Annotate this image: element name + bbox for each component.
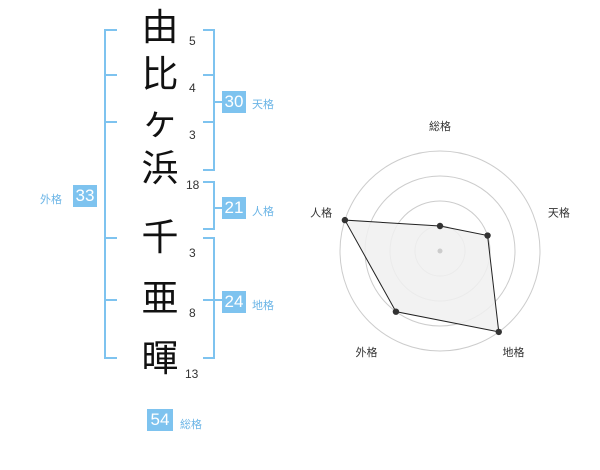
name-char-4: 浜 [141,147,179,190]
soukaku-value: 54 [147,409,173,431]
radar-point [392,308,400,315]
radar-point [484,232,491,239]
stroke-count-2: 4 [189,81,196,95]
tenkaku-value: 30 [222,91,246,113]
name-char-5: 千 [141,216,179,259]
chikaku-label: 地格 [252,299,274,312]
radar-area [344,219,500,333]
radar-axis-label: 人格 [310,205,332,219]
radar-center-dot [437,248,443,254]
stroke-count-3: 3 [189,128,196,142]
radar-axis-label: 外格 [356,345,378,359]
jinkaku-value: 21 [222,197,246,219]
name-char-1: 由 [141,6,179,49]
name-char-7: 暉 [141,337,179,380]
radar-grid-ring [339,150,541,352]
stroke-count-5: 3 [189,246,196,260]
jinkaku-bracket [203,181,215,230]
stroke-count-1: 5 [189,34,196,48]
gaikaku-label: 外格 [40,193,62,206]
gaikaku-value: 33 [73,185,97,207]
jinkaku-label: 人格 [252,205,274,218]
radar-axis-label: 総格 [429,119,451,133]
radar-axis-label: 天格 [548,205,570,219]
tenkaku-label: 天格 [252,98,274,111]
soukaku-label: 総格 [180,418,202,431]
name-char-2: 比 [141,53,179,96]
gaikaku-bracket [104,29,117,359]
radar-point [341,216,349,224]
chikaku-value: 24 [222,291,246,313]
radar-point [495,328,502,336]
name-char-6: 亜 [141,277,179,320]
name-char-3: ヶ [141,100,179,143]
stroke-count-7: 13 [185,367,199,381]
stroke-count-4: 18 [186,178,200,192]
stroke-count-6: 8 [189,306,196,320]
radar-axis-label: 地格 [502,345,524,359]
tenkaku-bracket [203,29,215,171]
chikaku-bracket [203,237,215,359]
radar-point [436,222,444,230]
